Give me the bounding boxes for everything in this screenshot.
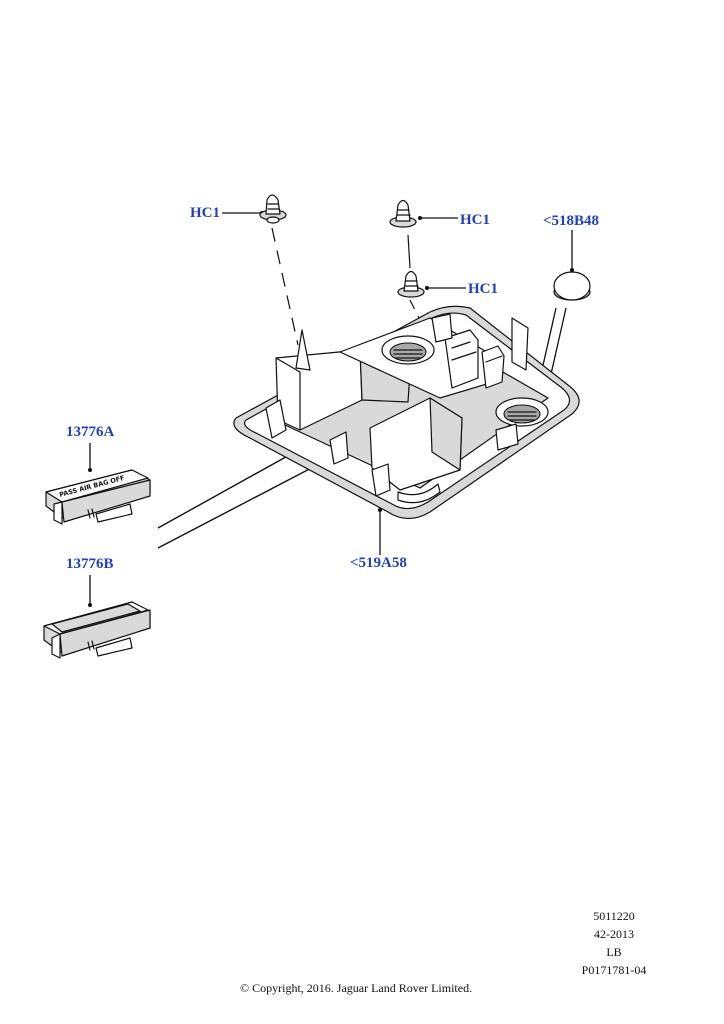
switch-13776b[interactable] (43, 601, 151, 659)
callout-518b48[interactable]: <518B48 (543, 213, 600, 229)
clip-hc1-right-top[interactable] (389, 199, 417, 228)
meta-line-4: P0171781-04 (581, 963, 647, 977)
callout-hc1-right-top[interactable]: HC1 (460, 212, 490, 228)
meta-line-3: LB (606, 945, 622, 959)
meta-line-1: 5011220 (593, 909, 635, 923)
clip-hc1-left[interactable] (259, 194, 287, 224)
copyright: © Copyright, 2016. Jaguar Land Rover Lim… (240, 981, 473, 995)
leader-lines (88, 211, 574, 607)
callout-hc1-left[interactable]: HC1 (190, 205, 220, 221)
clip-hc1-right-mid[interactable] (397, 270, 425, 298)
callout-hc1-right-mid[interactable]: HC1 (468, 281, 498, 297)
cap-518b48[interactable] (553, 271, 591, 301)
callout-13776b[interactable]: 13776B (66, 556, 114, 572)
callout-519a58[interactable]: <519A58 (350, 555, 407, 571)
meta-line-2: 42-2013 (594, 927, 634, 941)
callout-13776a[interactable]: 13776A (66, 424, 115, 440)
console-housing-519a58[interactable] (233, 305, 580, 520)
switch-13776a[interactable]: PASS AIR BAG OFF (45, 469, 151, 525)
